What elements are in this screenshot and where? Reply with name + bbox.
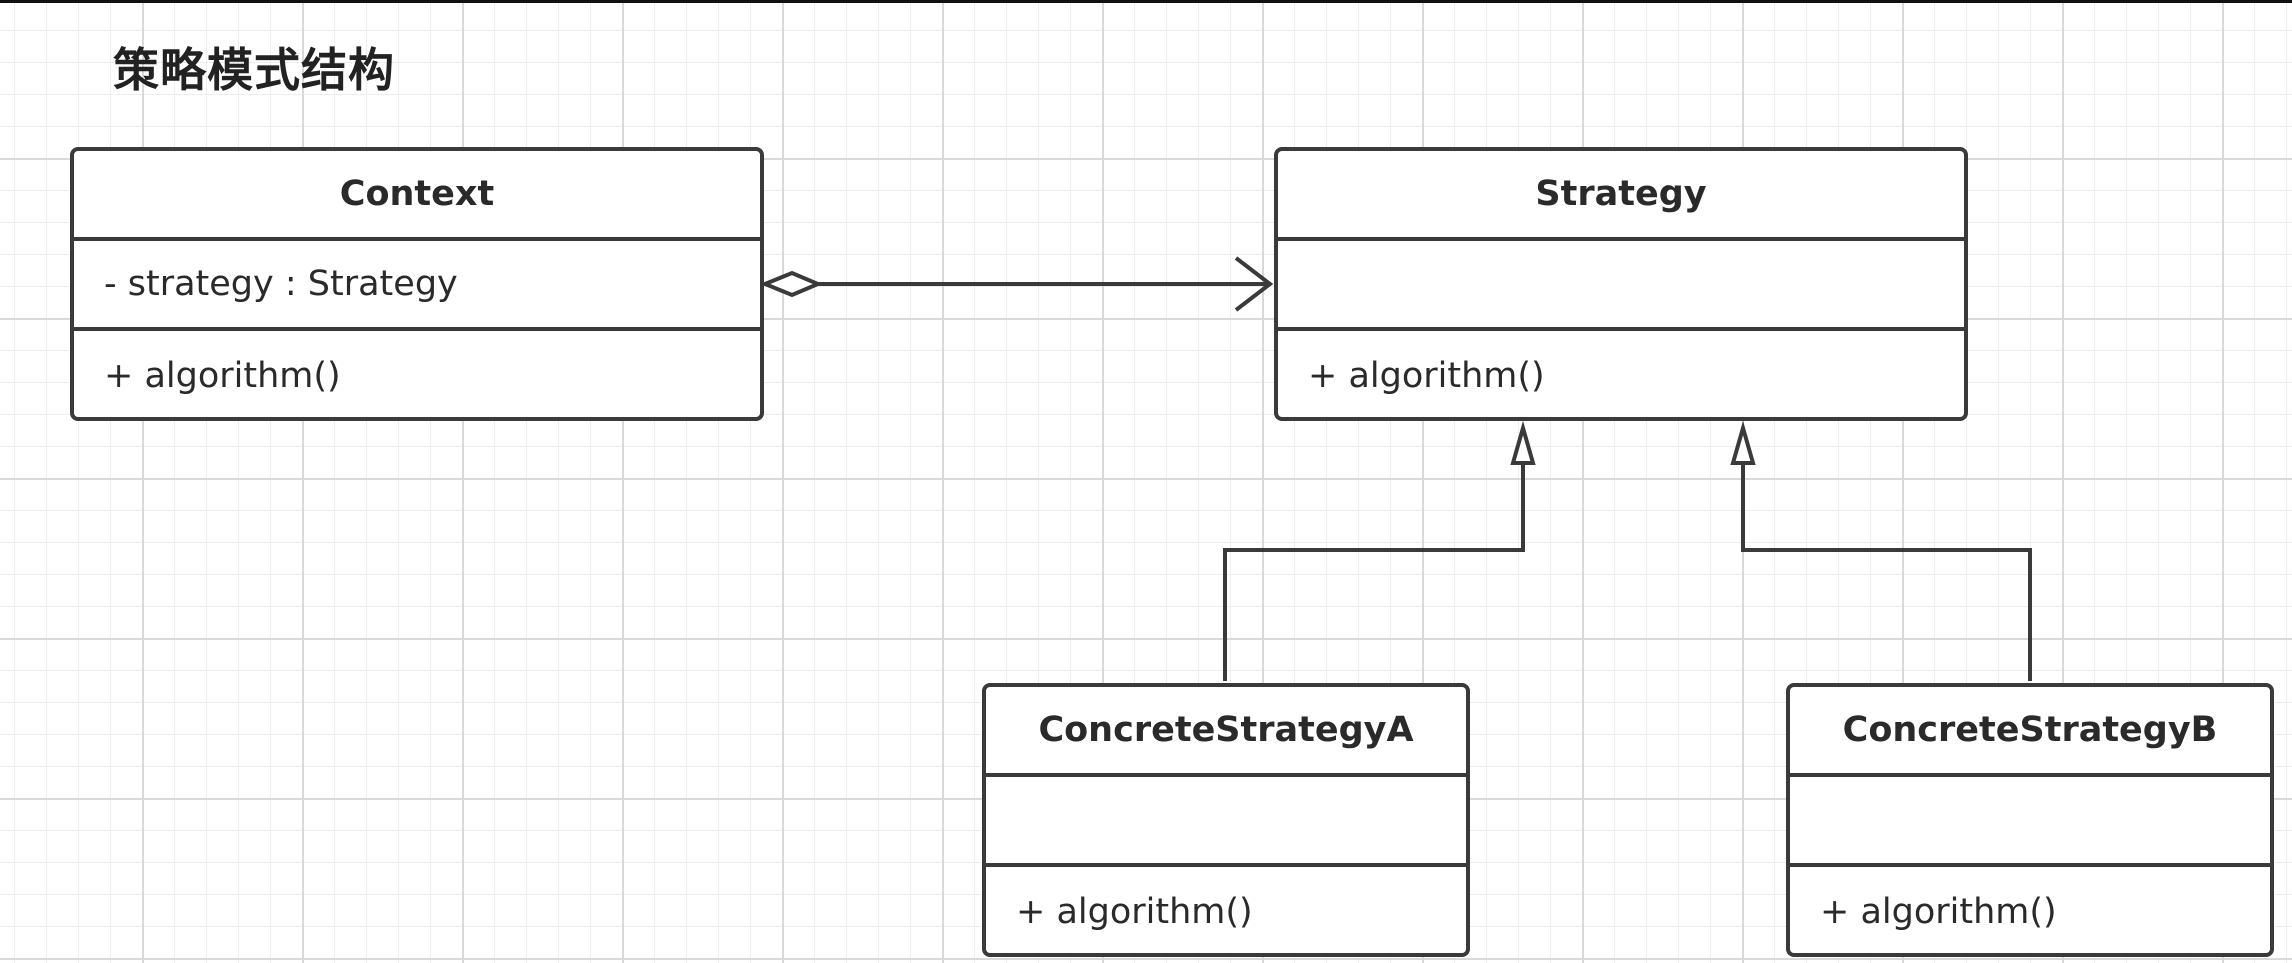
class-strategy[interactable]: Strategy + algorithm() — [1274, 147, 1968, 421]
class-concrete-strategy-a-operation: + algorithm() — [1016, 892, 1253, 932]
class-strategy-attribute — [1278, 241, 1964, 331]
class-concrete-strategy-b-name: ConcreteStrategyB — [1790, 687, 2270, 777]
class-concrete-strategy-a-attribute — [986, 777, 1466, 867]
class-context-attribute: - strategy : Strategy — [74, 241, 760, 331]
class-concrete-strategy-a-name: ConcreteStrategyA — [986, 687, 1466, 777]
diagram-title: 策略模式结构 — [113, 43, 395, 97]
aggregation-diamond — [759, 270, 824, 298]
class-concrete-strategy-b[interactable]: ConcreteStrategyB + algorithm() — [1786, 683, 2274, 957]
generalization-concrete-a — [1223, 420, 1536, 681]
generalization-triangle-a — [1510, 420, 1536, 465]
canvas-top-border — [0, 0, 2292, 3]
generalization-concrete-b — [1730, 420, 2032, 681]
generalization-line-b — [1741, 463, 2032, 681]
generalization-line-a — [1223, 463, 1525, 681]
class-context-operation: + algorithm() — [104, 356, 341, 396]
navigability-arrowhead — [1234, 256, 1274, 312]
class-concrete-strategy-b-operation: + algorithm() — [1820, 892, 2057, 932]
aggregation-context-strategy — [759, 256, 1274, 312]
class-concrete-strategy-a[interactable]: ConcreteStrategyA + algorithm() — [982, 683, 1470, 957]
class-concrete-strategy-b-attribute — [1790, 777, 2270, 867]
generalization-triangle-b — [1730, 420, 1756, 465]
class-strategy-name: Strategy — [1278, 151, 1964, 241]
class-strategy-operation: + algorithm() — [1308, 356, 1545, 396]
class-context-name: Context — [74, 151, 760, 241]
class-context[interactable]: Context - strategy : Strategy + algorith… — [70, 147, 764, 421]
